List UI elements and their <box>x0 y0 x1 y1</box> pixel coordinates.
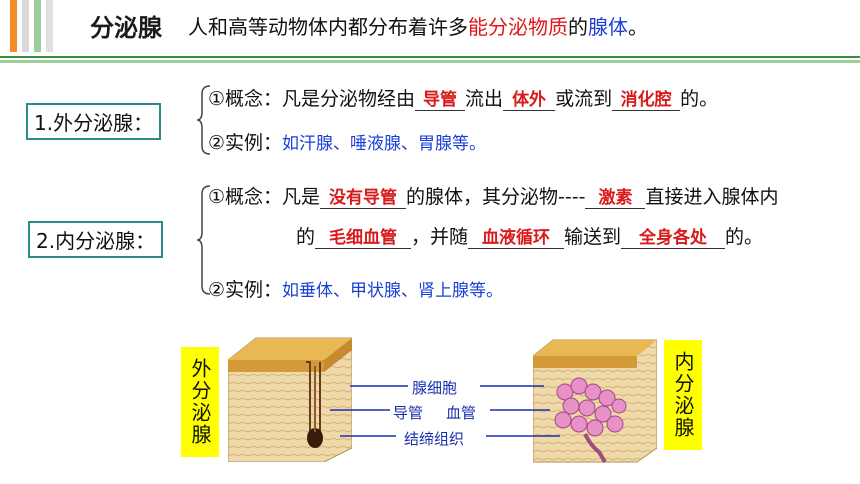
exocrine-example-text: 如汗腺、唾液腺、胃腺等。 <box>282 134 487 154</box>
decor-stripe-gray <box>22 0 29 52</box>
subtitle-text-1: 人和高等动物体内都分布着许多 <box>188 14 468 39</box>
exocrine-brace <box>196 85 211 155</box>
exocrine-concept-mid2: 或流到 <box>555 88 613 110</box>
page-subtitle: 人和高等动物体内都分布着许多能分泌物质的腺体。 <box>188 11 648 40</box>
subtitle-highlight-red: 能分泌物质 <box>468 14 568 39</box>
endocrine-example: ②实例：如垂体、甲状腺、肾上腺等。 <box>208 275 503 302</box>
endocrine-label: 2.内分泌腺： <box>28 221 164 258</box>
endocrine-blank-hormone: 激素 <box>585 188 646 209</box>
endocrine-line2-mid2: 输送到 <box>564 226 622 248</box>
exocrine-concept-mid1: 流出 <box>465 88 504 110</box>
endocrine-example-prefix: ②实例： <box>208 279 283 301</box>
exocrine-example: ②实例：如汗腺、唾液腺、胃腺等。 <box>208 128 486 155</box>
header-divider <box>0 56 860 58</box>
endocrine-line2-prefix: 的 <box>296 226 316 248</box>
exocrine-gland-tag: 外分泌腺 <box>181 347 219 457</box>
subtitle-text-end: 。 <box>628 14 648 39</box>
endocrine-gland-tag: 内分泌腺 <box>664 340 702 450</box>
diagram-connectors <box>330 385 560 437</box>
label-vessel: 血管 <box>446 404 477 422</box>
exocrine-concept-end: 的。 <box>680 88 719 110</box>
exocrine-gland-illustration <box>228 337 352 462</box>
exocrine-concept: ①概念：凡是分泌物经由导管流出体外或流到消化腔的。 <box>208 84 718 111</box>
endocrine-line2-mid1: ，并随 <box>411 226 469 248</box>
exocrine-example-prefix: ②实例： <box>208 132 283 154</box>
endocrine-example-text: 如垂体、甲状腺、肾上腺等。 <box>282 281 504 301</box>
endocrine-concept-mid2: 直接进入腺体内 <box>645 186 779 208</box>
exocrine-blank-cavity: 消化腔 <box>612 90 681 111</box>
endocrine-concept-line2: 的毛细血管，并随血液循环输送到全身各处的。 <box>296 222 763 249</box>
decor-stripe-lightgray <box>46 0 53 52</box>
endocrine-blank-capillary: 毛细血管 <box>315 228 412 249</box>
label-duct: 导管 <box>393 404 424 422</box>
subtitle-text-2: 的 <box>568 14 588 39</box>
exocrine-label: 1.外分泌腺： <box>26 103 162 140</box>
endocrine-blank-noduct: 没有导管 <box>320 188 407 209</box>
exocrine-blank-duct: 导管 <box>415 90 466 111</box>
label-gland-cell: 腺细胞 <box>412 379 458 397</box>
endocrine-concept-mid1: 的腺体，其分泌物---- <box>406 186 586 208</box>
endocrine-gland-illustration <box>533 339 657 464</box>
subtitle-highlight-blue: 腺体 <box>588 14 628 39</box>
endocrine-line2-end: 的。 <box>725 226 764 248</box>
page-title: 分泌腺 <box>90 13 162 42</box>
decor-stripe-green <box>34 0 41 52</box>
header: 分泌腺 人和高等动物体内都分布着许多能分泌物质的腺体。 <box>62 6 860 44</box>
endocrine-blank-circulation: 血液循环 <box>468 228 565 249</box>
exocrine-concept-prefix: ①概念：凡是分泌物经由 <box>208 88 416 110</box>
endocrine-blank-wholebody: 全身各处 <box>621 228 726 249</box>
header-divider-shadow <box>0 60 860 63</box>
label-connective-tissue: 结缔组织 <box>404 430 465 448</box>
endocrine-concept-line1: ①概念：凡是没有导管的腺体，其分泌物----激素直接进入腺体内 <box>208 182 779 209</box>
endocrine-brace <box>196 185 211 295</box>
decor-stripe-orange <box>10 0 17 52</box>
exocrine-blank-outside: 体外 <box>503 90 556 111</box>
endocrine-concept-prefix: ①概念：凡是 <box>208 186 321 208</box>
